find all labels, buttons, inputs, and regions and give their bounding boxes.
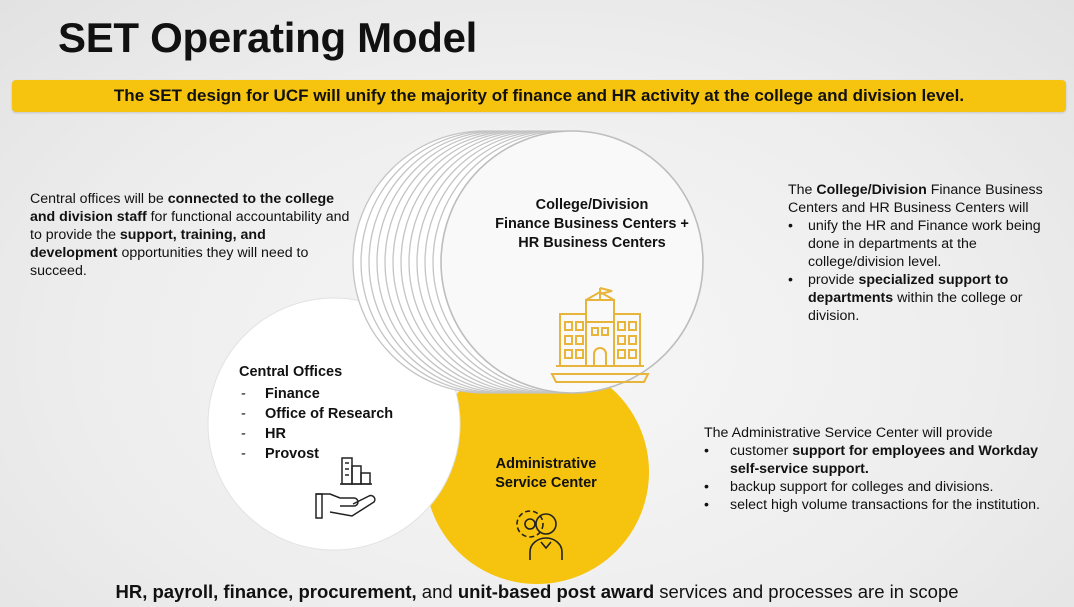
page-title: SET Operating Model: [58, 14, 477, 61]
desc-bold: support for employees and Workday self-s…: [730, 443, 1039, 477]
desc-bold: College/Division: [816, 182, 927, 198]
desc-text: provide: [808, 272, 859, 288]
scope-footer: HR, payroll, finance, procurement, and u…: [0, 580, 1074, 604]
headline-banner: The SET design for UCF will unify the ma…: [12, 80, 1066, 112]
asc-label: Administrative Service Center: [456, 455, 636, 493]
desc-text: customer: [730, 443, 793, 459]
central-offices-list: Finance Office of Research HR Provost: [239, 384, 393, 464]
list-item: backup support for colleges and division…: [704, 478, 1049, 496]
desc-bold: connected to the college and division st…: [30, 191, 335, 225]
asc-desc-intro: The Administrative Service Center will p…: [704, 425, 993, 441]
asc-circle: [425, 360, 649, 584]
college-label-line3: HR Business Centers: [518, 235, 666, 251]
list-item: Finance: [239, 384, 393, 404]
desc-text: The: [788, 182, 817, 198]
college-label-line2: Finance Business Centers +: [495, 216, 689, 232]
asc-label-line1: Administrative: [495, 456, 597, 472]
desc-text: Finance Business Centers and HR Business…: [788, 182, 1043, 216]
desc-text: opportunities they will need to succeed.: [30, 245, 309, 279]
central-offices-title: Central Offices: [239, 364, 343, 380]
footer-text: services and processes are in scope: [654, 581, 959, 602]
college-division-description: The College/Division Finance Business Ce…: [788, 181, 1058, 325]
desc-text: within the college or division.: [808, 290, 1023, 324]
list-item: customer support for employees and Workd…: [704, 442, 1049, 478]
footer-bold: HR, payroll, finance, procurement,: [115, 581, 417, 602]
footer-bold: unit-based post award: [457, 581, 655, 602]
list-item: Office of Research: [239, 404, 393, 424]
university-building-icon: [550, 287, 650, 383]
list-item: unify the HR and Finance work being done…: [788, 217, 1058, 271]
list-item: provide specialized support to departmen…: [788, 271, 1058, 325]
desc-text: for functional accountability and to pro…: [30, 209, 350, 243]
college-desc-intro: The College/Division Finance Business Ce…: [788, 181, 1058, 217]
asc-desc-bullets: customer support for employees and Workd…: [704, 442, 1049, 514]
desc-bold: specialized support to departments: [808, 272, 1009, 306]
list-item: Provost: [239, 444, 393, 464]
college-division-label: College/Division Finance Business Center…: [472, 196, 712, 253]
desc-text: Central offices will be: [30, 191, 168, 207]
central-offices-description: Central offices will be connected to the…: [30, 190, 350, 280]
college-division-circle: [440, 130, 704, 394]
desc-bold: support, training, and development: [30, 227, 266, 261]
asc-description: The Administrative Service Center will p…: [704, 424, 1049, 514]
college-desc-bullets: unify the HR and Finance work being done…: [788, 217, 1058, 325]
person-gear-icon: [516, 510, 563, 560]
list-item: HR: [239, 424, 393, 444]
footer-text: and: [416, 581, 458, 602]
college-label-line1: College/Division: [535, 197, 649, 213]
list-item: select high volume transactions for the …: [704, 496, 1049, 514]
asc-label-line2: Service Center: [495, 475, 597, 491]
